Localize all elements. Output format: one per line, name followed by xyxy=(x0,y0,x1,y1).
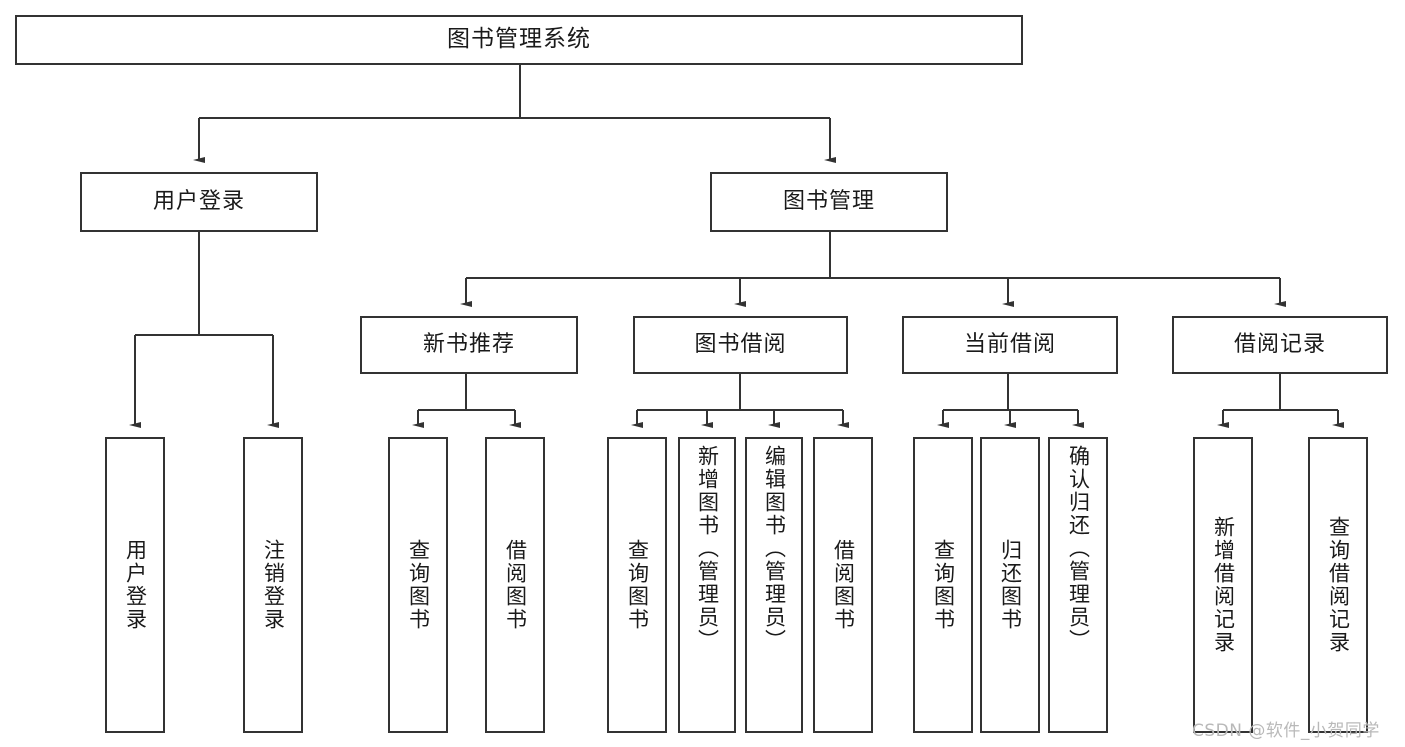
node-leaf-return-book[interactable]: 归还图书 xyxy=(980,437,1040,733)
node-leaf-query-book-1[interactable]: 查询图书 xyxy=(388,437,448,733)
node-leaf-add-record[interactable]: 新增借阅记录 xyxy=(1193,437,1253,733)
node-book-manage[interactable]: 图书管理 xyxy=(710,172,948,232)
node-book-borrow-label: 图书借阅 xyxy=(694,331,787,357)
node-user-login[interactable]: 用户登录 xyxy=(80,172,318,232)
node-leaf-query-book-2[interactable]: 查询图书 xyxy=(607,437,667,733)
node-leaf-borrow-book-1[interactable]: 借阅图书 xyxy=(485,437,545,733)
node-leaf-confirm-return-label: 确认归还（管理员） xyxy=(1066,445,1091,652)
node-leaf-query-book-3-label: 查询图书 xyxy=(931,539,956,631)
node-leaf-add-record-label: 新增借阅记录 xyxy=(1211,516,1236,654)
node-leaf-borrow-book-1-label: 借阅图书 xyxy=(503,539,528,631)
csdn-watermark: CSDN @软件_小贺同学 xyxy=(1192,721,1380,741)
node-new-book-recommend-label: 新书推荐 xyxy=(422,331,515,357)
node-new-book-recommend[interactable]: 新书推荐 xyxy=(360,316,578,374)
node-leaf-edit-book-label: 编辑图书（管理员） xyxy=(762,445,787,652)
node-current-borrow-label: 当前借阅 xyxy=(963,331,1056,357)
node-user-login-label: 用户登录 xyxy=(152,188,245,214)
node-leaf-logout-label: 注销登录 xyxy=(261,539,286,631)
node-borrow-record-label: 借阅记录 xyxy=(1233,331,1326,357)
node-leaf-add-book[interactable]: 新增图书（管理员） xyxy=(678,437,736,733)
node-leaf-query-book-1-label: 查询图书 xyxy=(406,539,431,631)
node-leaf-user-login[interactable]: 用户登录 xyxy=(105,437,165,733)
node-current-borrow[interactable]: 当前借阅 xyxy=(902,316,1118,374)
node-root[interactable]: 图书管理系统 xyxy=(15,15,1023,65)
node-leaf-logout[interactable]: 注销登录 xyxy=(243,437,303,733)
node-leaf-borrow-book-2[interactable]: 借阅图书 xyxy=(813,437,873,733)
node-root-label: 图书管理系统 xyxy=(447,26,591,53)
node-book-borrow[interactable]: 图书借阅 xyxy=(633,316,848,374)
node-leaf-confirm-return[interactable]: 确认归还（管理员） xyxy=(1048,437,1108,733)
node-leaf-query-record-label: 查询借阅记录 xyxy=(1326,516,1351,654)
node-leaf-query-record[interactable]: 查询借阅记录 xyxy=(1308,437,1368,733)
node-leaf-return-book-label: 归还图书 xyxy=(998,539,1023,631)
node-leaf-query-book-2-label: 查询图书 xyxy=(625,539,650,631)
node-borrow-record[interactable]: 借阅记录 xyxy=(1172,316,1388,374)
node-leaf-edit-book[interactable]: 编辑图书（管理员） xyxy=(745,437,803,733)
node-leaf-add-book-label: 新增图书（管理员） xyxy=(695,445,720,652)
node-leaf-user-login-label: 用户登录 xyxy=(123,539,148,631)
node-leaf-query-book-3[interactable]: 查询图书 xyxy=(913,437,973,733)
node-leaf-borrow-book-2-label: 借阅图书 xyxy=(831,539,856,631)
node-book-manage-label: 图书管理 xyxy=(782,188,875,214)
